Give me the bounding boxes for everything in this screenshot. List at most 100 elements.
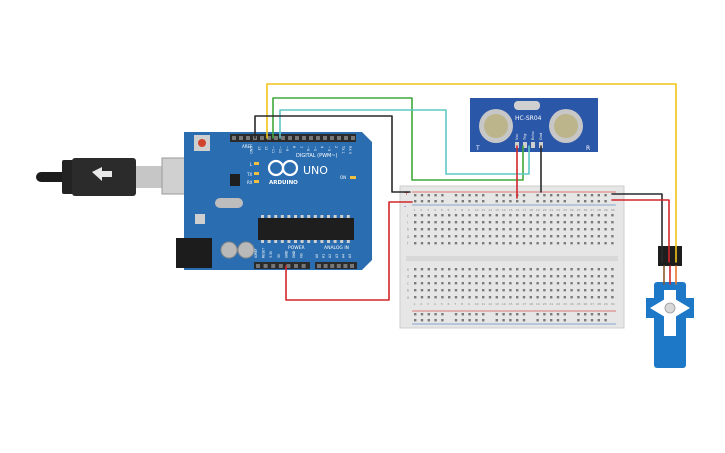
rail-hole[interactable]	[590, 319, 594, 322]
terminal-hole[interactable]	[577, 268, 580, 271]
rail-hole[interactable]	[434, 313, 437, 316]
terminal-hole[interactable]	[543, 282, 546, 285]
terminal-hole[interactable]	[597, 228, 600, 231]
terminal-hole[interactable]	[502, 235, 505, 238]
terminal-hole[interactable]	[468, 214, 471, 217]
terminal-hole[interactable]	[563, 289, 566, 292]
terminal-hole[interactable]	[516, 296, 519, 299]
terminal-hole[interactable]	[597, 214, 600, 217]
rail-hole[interactable]	[597, 200, 600, 203]
terminal-hole[interactable]	[448, 289, 451, 292]
wire-red-servo[interactable]	[611, 199, 670, 263]
sensor-pin[interactable]	[539, 142, 543, 148]
terminal-hole[interactable]	[597, 296, 600, 299]
terminal-hole[interactable]	[550, 221, 553, 224]
terminal-hole[interactable]	[550, 275, 553, 278]
terminal-hole[interactable]	[522, 268, 526, 271]
terminal-hole[interactable]	[495, 296, 498, 299]
terminal-hole[interactable]	[434, 214, 437, 217]
rail-hole[interactable]	[482, 313, 485, 316]
rail-hole[interactable]	[420, 200, 424, 203]
terminal-hole[interactable]	[482, 214, 485, 217]
power-pin-hole[interactable]	[271, 264, 276, 268]
terminal-hole[interactable]	[454, 228, 458, 231]
terminal-hole[interactable]	[550, 235, 553, 238]
terminal-hole[interactable]	[414, 275, 417, 278]
terminal-hole[interactable]	[529, 268, 532, 271]
terminal-hole[interactable]	[516, 275, 519, 278]
terminal-hole[interactable]	[529, 214, 532, 217]
terminal-hole[interactable]	[414, 214, 417, 217]
terminal-hole[interactable]	[434, 221, 437, 224]
terminal-hole[interactable]	[448, 268, 451, 271]
terminal-hole[interactable]	[570, 214, 573, 217]
terminal-hole[interactable]	[556, 228, 560, 231]
terminal-hole[interactable]	[482, 235, 485, 238]
terminal-hole[interactable]	[461, 275, 464, 278]
terminal-hole[interactable]	[468, 235, 471, 238]
rail-hole[interactable]	[536, 313, 539, 316]
terminal-hole[interactable]	[604, 221, 607, 224]
terminal-hole[interactable]	[570, 228, 573, 231]
terminal-hole[interactable]	[611, 228, 614, 231]
terminal-hole[interactable]	[597, 221, 600, 224]
wire-yellow[interactable]	[266, 83, 677, 263]
terminal-hole[interactable]	[468, 221, 471, 224]
terminal-hole[interactable]	[590, 214, 594, 217]
terminal-hole[interactable]	[427, 296, 430, 299]
terminal-hole[interactable]	[584, 282, 587, 285]
terminal-hole[interactable]	[461, 221, 464, 224]
terminal-hole[interactable]	[420, 228, 424, 231]
rail-hole[interactable]	[461, 313, 464, 316]
terminal-hole[interactable]	[454, 214, 458, 217]
rail-hole[interactable]	[502, 319, 505, 322]
terminal-hole[interactable]	[550, 296, 553, 299]
header-hole[interactable]	[288, 136, 292, 140]
rail-hole[interactable]	[543, 319, 546, 322]
terminal-hole[interactable]	[434, 289, 437, 292]
terminal-hole[interactable]	[604, 296, 607, 299]
terminal-hole[interactable]	[577, 275, 580, 278]
header-hole[interactable]	[260, 136, 264, 140]
rail-hole[interactable]	[550, 194, 553, 197]
terminal-hole[interactable]	[563, 268, 566, 271]
rail-hole[interactable]	[468, 200, 471, 203]
terminal-hole[interactable]	[556, 282, 560, 285]
terminal-hole[interactable]	[441, 282, 444, 285]
terminal-hole[interactable]	[529, 282, 532, 285]
terminal-hole[interactable]	[556, 235, 560, 238]
terminal-hole[interactable]	[427, 282, 430, 285]
terminal-hole[interactable]	[584, 228, 587, 231]
terminal-hole[interactable]	[475, 221, 478, 224]
terminal-hole[interactable]	[584, 214, 587, 217]
terminal-hole[interactable]	[414, 268, 417, 271]
header-hole[interactable]	[246, 136, 250, 140]
terminal-hole[interactable]	[441, 268, 444, 271]
rail-hole[interactable]	[475, 194, 478, 197]
header-hole[interactable]	[274, 136, 278, 140]
terminal-hole[interactable]	[597, 275, 600, 278]
terminal-hole[interactable]	[414, 235, 417, 238]
rail-hole[interactable]	[556, 194, 560, 197]
terminal-hole[interactable]	[495, 235, 498, 238]
terminal-hole[interactable]	[475, 289, 478, 292]
rail-hole[interactable]	[427, 200, 430, 203]
terminal-hole[interactable]	[556, 289, 560, 292]
terminal-hole[interactable]	[414, 289, 417, 292]
terminal-hole[interactable]	[475, 235, 478, 238]
terminal-hole[interactable]	[414, 282, 417, 285]
rail-hole[interactable]	[495, 200, 498, 203]
rail-hole[interactable]	[543, 200, 546, 203]
rail-hole[interactable]	[590, 313, 594, 316]
terminal-hole[interactable]	[536, 228, 539, 231]
sensor-pin[interactable]	[531, 142, 535, 148]
terminal-hole[interactable]	[584, 275, 587, 278]
rail-hole[interactable]	[522, 319, 526, 322]
terminal-hole[interactable]	[420, 235, 424, 238]
terminal-hole[interactable]	[536, 214, 539, 217]
rail-hole[interactable]	[468, 313, 471, 316]
rail-hole[interactable]	[604, 194, 607, 197]
terminal-hole[interactable]	[475, 275, 478, 278]
terminal-hole[interactable]	[475, 268, 478, 271]
terminal-hole[interactable]	[420, 268, 424, 271]
